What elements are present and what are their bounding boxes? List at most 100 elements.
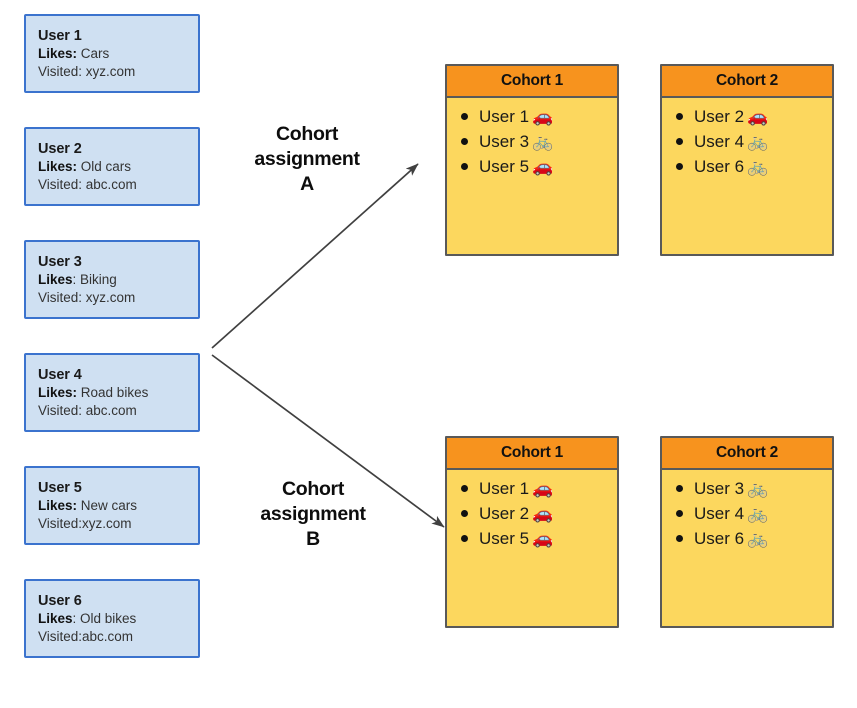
user-likes: Likes: Road bikes (38, 384, 198, 402)
cohort-title: Cohort 1 (447, 438, 617, 470)
user-likes: Likes: Old bikes (38, 610, 198, 628)
cohort-title: Cohort 1 (447, 66, 617, 98)
assignment-a-label: Cohort assignment A (232, 122, 382, 197)
bullet-icon (461, 113, 468, 120)
list-item: User 5 🚗 (447, 526, 617, 551)
car-emoji-icon: 🚗 (532, 479, 554, 498)
car-emoji-icon: 🚗 (532, 157, 554, 176)
bullet-icon (461, 163, 468, 170)
list-item: User 2 🚗 (447, 501, 617, 526)
user-likes: Likes: Cars (38, 45, 198, 63)
member-label: User 4 (694, 504, 745, 523)
car-emoji-icon: 🚗 (532, 107, 554, 126)
assignment-b-line2: assignment (260, 503, 366, 525)
user-card[interactable]: User 1 Likes: Cars Visited: xyz.com (24, 14, 200, 93)
member-label: User 5 (479, 157, 530, 176)
list-item: User 6 🚲 (662, 154, 832, 179)
user-visited: Visited: abc.com (38, 403, 137, 418)
user-likes-label: Likes: (38, 385, 78, 400)
user-likes-label: Likes (38, 611, 73, 626)
user-likes-value: Road bikes (77, 385, 149, 400)
user-likes-label: Likes (38, 272, 73, 287)
bullet-icon (676, 163, 683, 170)
user-likes-value: New cars (77, 498, 138, 513)
user-name: User 5 (38, 480, 82, 496)
bullet-icon (676, 113, 683, 120)
cohort-box-b2[interactable]: Cohort 2 User 3 🚲 User 4 🚲 User 6 🚲 (660, 436, 834, 628)
cohort-box-b1[interactable]: Cohort 1 User 1 🚗 User 2 🚗 User 5 🚗 (445, 436, 619, 628)
bullet-icon (461, 510, 468, 517)
user-visited: Visited:xyz.com (38, 516, 132, 531)
cohort-box-a2[interactable]: Cohort 2 User 2 🚗 User 4 🚲 User 6 🚲 (660, 64, 834, 256)
user-likes-label: Likes: (38, 498, 78, 513)
bullet-icon (461, 535, 468, 542)
member-label: User 6 (694, 157, 745, 176)
cohort-title: Cohort 2 (662, 438, 832, 470)
user-likes-value: : Biking (72, 272, 117, 287)
cohort-title: Cohort 2 (662, 66, 832, 98)
member-label: User 3 (479, 132, 530, 151)
member-label: User 2 (694, 107, 745, 126)
bicycle-emoji-icon: 🚲 (747, 132, 769, 151)
user-name: User 2 (38, 141, 82, 157)
bullet-icon (676, 510, 683, 517)
car-emoji-icon: 🚗 (747, 107, 769, 126)
user-name: User 3 (38, 254, 82, 270)
user-likes: Likes: Biking (38, 271, 198, 289)
user-name: User 6 (38, 593, 82, 609)
user-likes: Likes: New cars (38, 497, 198, 515)
member-label: User 2 (479, 504, 530, 523)
member-label: User 4 (694, 132, 745, 151)
member-label: User 1 (479, 107, 530, 126)
member-label: User 1 (479, 479, 530, 498)
user-name: User 1 (38, 28, 82, 44)
cohort-box-a1[interactable]: Cohort 1 User 1 🚗 User 3 🚲 User 5 🚗 (445, 64, 619, 256)
user-card[interactable]: User 3 Likes: Biking Visited: xyz.com (24, 240, 200, 319)
user-name: User 4 (38, 367, 82, 383)
assignment-b-line1: Cohort (281, 478, 345, 500)
member-label: User 5 (479, 529, 530, 548)
bullet-icon (461, 138, 468, 145)
list-item: User 3 🚲 (447, 129, 617, 154)
bicycle-emoji-icon: 🚲 (747, 157, 769, 176)
user-visited: Visited: xyz.com (38, 290, 136, 305)
assignment-b-label: Cohort assignment B (238, 477, 388, 552)
user-card[interactable]: User 5 Likes: New cars Visited:xyz.com (24, 466, 200, 545)
list-item: User 1 🚗 (447, 476, 617, 501)
user-likes: Likes: Old cars (38, 158, 198, 176)
list-item: User 4 🚲 (662, 129, 832, 154)
list-item: User 2 🚗 (662, 104, 832, 129)
bullet-icon (676, 535, 683, 542)
bullet-icon (676, 485, 683, 492)
member-label: User 3 (694, 479, 745, 498)
user-card[interactable]: User 2 Likes: Old cars Visited: abc.com (24, 127, 200, 206)
bicycle-emoji-icon: 🚲 (747, 504, 769, 523)
user-profile-list: User 1 Likes: Cars Visited: xyz.com User… (24, 14, 200, 658)
car-emoji-icon: 🚗 (532, 504, 554, 523)
bullet-icon (461, 485, 468, 492)
assignment-a-line1: Cohort (275, 123, 339, 145)
user-visited: Visited:abc.com (38, 629, 134, 644)
user-likes-label: Likes: (38, 46, 78, 61)
car-emoji-icon: 🚗 (532, 529, 554, 548)
assignment-a-line2: assignment (254, 148, 360, 170)
list-item: User 6 🚲 (662, 526, 832, 551)
cohort-member-list: User 2 🚗 User 4 🚲 User 6 🚲 (662, 98, 832, 179)
user-likes-value: : Old bikes (72, 611, 137, 626)
cohort-member-list: User 1 🚗 User 3 🚲 User 5 🚗 (447, 98, 617, 179)
bullet-icon (676, 138, 683, 145)
member-label: User 6 (694, 529, 745, 548)
bicycle-emoji-icon: 🚲 (747, 479, 769, 498)
list-item: User 1 🚗 (447, 104, 617, 129)
list-item: User 5 🚗 (447, 154, 617, 179)
bicycle-emoji-icon: 🚲 (532, 132, 554, 151)
list-item: User 3 🚲 (662, 476, 832, 501)
assignment-b-line3: B (306, 528, 320, 550)
list-item: User 4 🚲 (662, 501, 832, 526)
user-likes-value: Cars (77, 46, 110, 61)
user-card[interactable]: User 6 Likes: Old bikes Visited:abc.com (24, 579, 200, 658)
cohort-member-list: User 1 🚗 User 2 🚗 User 5 🚗 (447, 470, 617, 551)
bicycle-emoji-icon: 🚲 (747, 529, 769, 548)
user-card[interactable]: User 4 Likes: Road bikes Visited: abc.co… (24, 353, 200, 432)
